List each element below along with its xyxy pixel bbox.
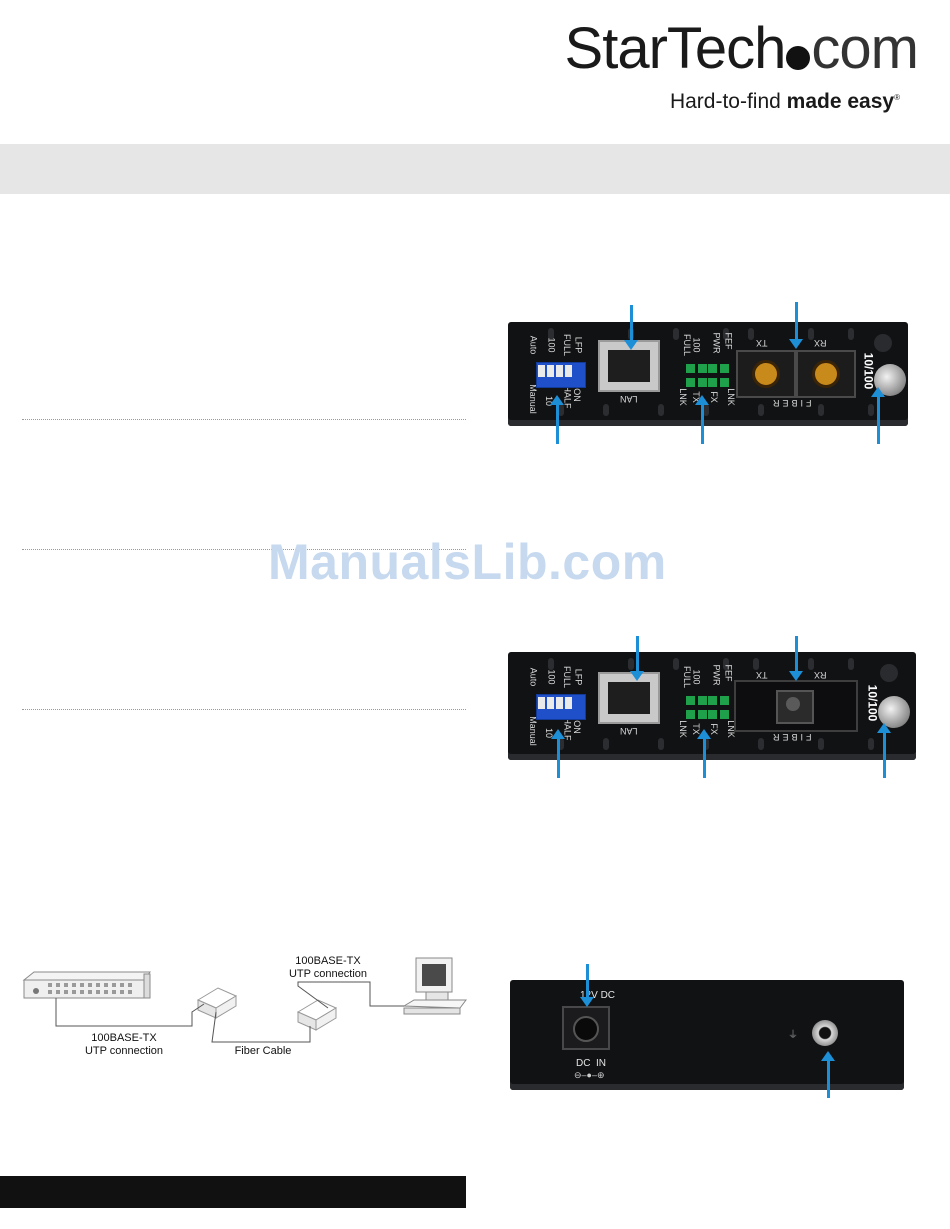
callout-arrow (630, 636, 644, 681)
polarity-icon: ⊖–●–⊕ (574, 1070, 605, 1080)
led-label: LNK (725, 388, 736, 406)
network-switch-icon (22, 971, 151, 999)
ground-knob[interactable] (878, 696, 910, 728)
led-label: FULL (682, 665, 693, 689)
callout-arrow (877, 723, 891, 778)
led-label: PWR (711, 332, 722, 354)
utp-bottom-label-1: 100BASE-TX (91, 1032, 157, 1044)
led-label: FEF (723, 332, 734, 350)
rj45-lan-port[interactable] (598, 340, 660, 392)
fiber-sc-port[interactable] (734, 680, 858, 732)
speed-label: 10/100 (865, 684, 880, 722)
utp-top-label-2: UTP connection (288, 968, 368, 980)
fiber-rx-label: RX (814, 670, 827, 680)
ground-terminal[interactable] (812, 1020, 838, 1046)
switch-label: ON (571, 388, 582, 402)
header-band (0, 144, 950, 194)
led-label: LNK (677, 720, 688, 738)
led-label: 100 (691, 337, 702, 353)
fiber-rx-label: RX (814, 338, 827, 348)
switch-label: LFP (573, 668, 584, 686)
switch-label: Manual (527, 716, 538, 746)
callout-arrow (695, 395, 709, 444)
device-front-panel-sc: Auto 100 FULL LFP 10 HALF ON Manual LAN … (508, 652, 916, 760)
callout-arrow (871, 387, 885, 444)
callout-arrow (789, 636, 803, 681)
section-divider (22, 709, 466, 710)
led-label: FEF (723, 664, 734, 682)
media-converter-icon (196, 987, 238, 1019)
fiber-st-rx-port[interactable] (796, 350, 856, 398)
ground-symbol-icon: ⏚ (788, 1030, 798, 1041)
fiber-cable-label: Fiber Cable (234, 1045, 292, 1057)
lan-label: LAN (620, 726, 638, 736)
switch-label: Auto (528, 335, 539, 355)
callout-arrow (580, 964, 594, 1007)
led-label: FULL (682, 333, 693, 357)
switch-label: FULL (562, 665, 573, 689)
device-rear-panel: 12V DC DC IN ⊖–●–⊕ ⏚ (510, 980, 904, 1090)
screw-hole (880, 664, 898, 682)
led-label: PWR (711, 664, 722, 686)
utp-bottom-label-2: UTP connection (84, 1045, 164, 1057)
computer-icon (402, 957, 467, 1015)
screw-hole (874, 334, 892, 352)
section-divider (22, 419, 466, 420)
watermark: ManualsLib.com (268, 534, 667, 590)
callout-arrow (821, 1051, 835, 1098)
logo-dot (786, 46, 811, 70)
footer-bar (0, 1176, 466, 1208)
switch-label: LFP (573, 336, 584, 354)
callout-arrow (789, 302, 803, 349)
led-label: 100 (691, 669, 702, 685)
dc-in-label: DC IN (576, 1058, 606, 1069)
led-label: FX (708, 391, 719, 403)
dip-switch[interactable] (536, 362, 586, 388)
fiber-tx-label: TX (756, 670, 768, 680)
logo-tagline: Hard-to-find made easy® (669, 90, 900, 113)
switch-label: Auto (528, 667, 539, 687)
fiber-label: FIBER (770, 732, 812, 742)
speed-label: 10/100 (861, 352, 876, 390)
section-divider (22, 549, 466, 550)
device-front-panel-st: Auto 100 FULL LFP 10 HALF ON Manual LAN … (508, 322, 908, 426)
power-label: 12V DC (580, 990, 616, 1001)
fiber-tx-label: TX (756, 338, 768, 348)
dc-power-jack[interactable] (562, 1006, 610, 1050)
switch-label: Manual (527, 384, 538, 414)
fiber-st-tx-port[interactable] (736, 350, 796, 398)
network-diagram: 100BASE-TX UTP connection 100BASE-TX UTP… (22, 946, 468, 1066)
switch-label: 100 (546, 669, 557, 685)
switch-label: 100 (546, 337, 557, 353)
callout-arrow (697, 729, 711, 778)
led-label: LNK (677, 388, 688, 406)
switch-label: ON (571, 720, 582, 734)
callout-arrow (550, 395, 564, 444)
lan-label: LAN (620, 394, 638, 404)
callout-arrow (551, 729, 565, 778)
fiber-label: FIBER (770, 398, 812, 408)
callout-arrow (624, 305, 638, 350)
dip-switch[interactable] (536, 694, 586, 720)
utp-top-label-1: 100BASE-TX (295, 955, 361, 967)
switch-label: FULL (562, 333, 573, 357)
media-converter-icon (296, 999, 338, 1031)
rj45-lan-port[interactable] (598, 672, 660, 724)
